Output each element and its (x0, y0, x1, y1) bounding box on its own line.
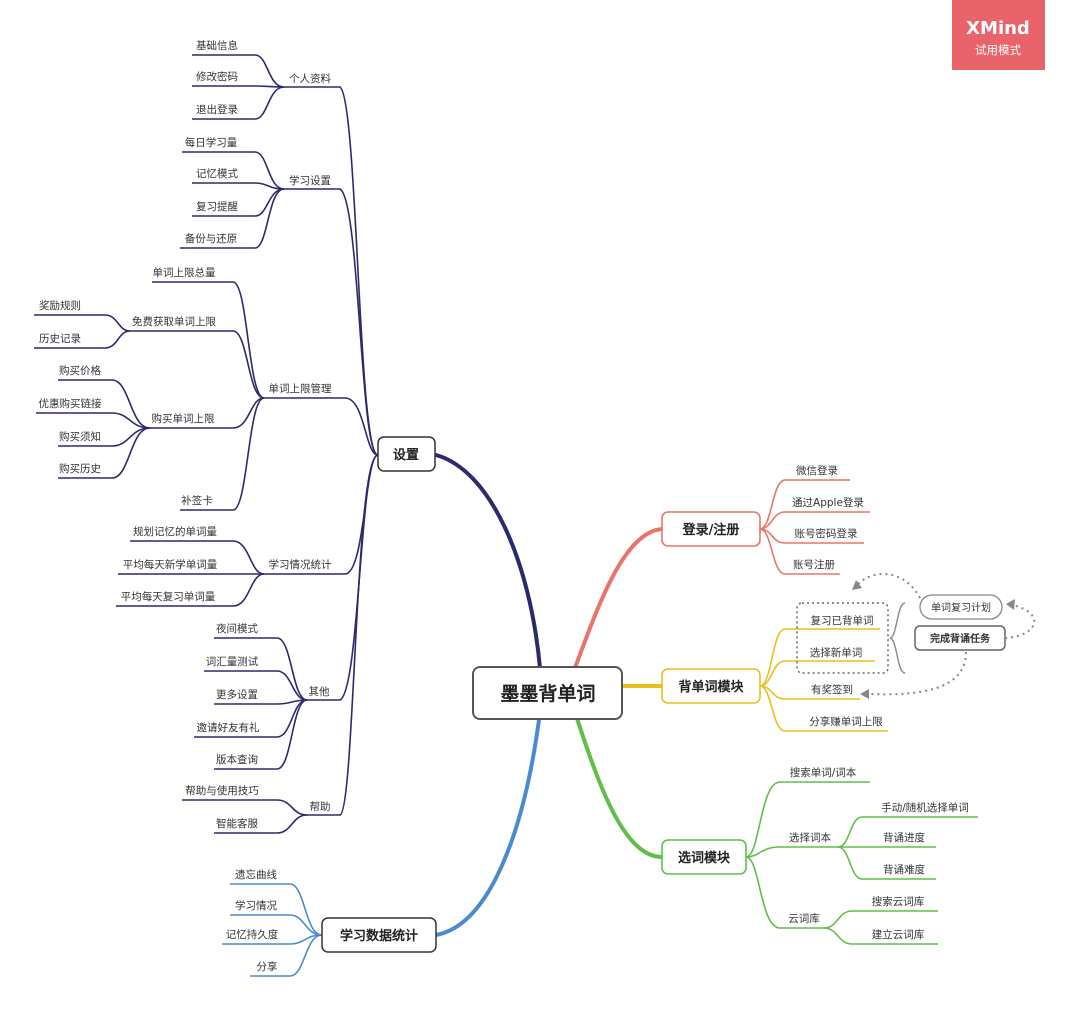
limit-buy-item[interactable]: 购买价格 (59, 364, 101, 377)
study-item[interactable]: 有奖签到 (811, 683, 853, 696)
select-cloud-item[interactable]: 搜索云词库 (872, 895, 925, 908)
stats-item[interactable]: 记忆持久度 (226, 928, 279, 941)
relation-arrowheads (852, 580, 1015, 699)
profile-node[interactable]: 个人资料 (289, 72, 331, 85)
settings-node[interactable]: 设置 (377, 436, 436, 472)
limit-free-node[interactable]: 免费获取单词上限 (132, 315, 216, 328)
settings-branch: 设置 个人资料 基础信息 修改密码 退出登录 学习设置 每日学习量 记忆模式 复… (39, 39, 436, 830)
study-branch: 背单词模块 复习已背单词 选择新单词 有奖签到 分享赚单词上限 单词复习计划 完… (661, 572, 1035, 728)
limit-buy-item[interactable]: 购买须知 (59, 430, 101, 443)
select-branch: 选词模块 搜索单词/词本 选择词本 手动/随机选择单词 背诵进度 背诵难度 云词… (661, 766, 969, 941)
profile-item[interactable]: 修改密码 (196, 70, 238, 83)
other-node[interactable]: 其他 (309, 685, 330, 698)
select-book-item[interactable]: 背诵难度 (883, 863, 925, 876)
learning-settings-item[interactable]: 备份与还原 (185, 232, 238, 245)
select-book-item[interactable]: 背诵进度 (883, 831, 925, 844)
login-connector (573, 527, 664, 670)
learning-settings-node[interactable]: 学习设置 (289, 174, 331, 187)
badge-subtitle: 试用模式 (975, 43, 1021, 57)
other-item[interactable]: 邀请好友有礼 (197, 721, 260, 734)
login-branch: 登录/注册 微信登录 通过Apple登录 账号密码登录 账号注册 (661, 464, 864, 571)
help-item[interactable]: 智能客服 (216, 817, 258, 830)
study-stat-item[interactable]: 平均每天新学单词量 (123, 558, 218, 571)
study-item[interactable]: 选择新单词 (810, 646, 863, 659)
xmind-trial-badge[interactable]: XMind 试用模式 (952, 0, 1045, 70)
complete-task-label: 完成背诵任务 (930, 632, 991, 645)
stats-item[interactable]: 分享 (257, 960, 278, 973)
review-group-box (796, 602, 889, 674)
select-node[interactable]: 选词模块 (661, 839, 747, 875)
limit-free-item[interactable]: 奖励规则 (39, 299, 81, 312)
other-item[interactable]: 词汇量测试 (206, 655, 259, 668)
select-label: 选词模块 (678, 850, 731, 866)
relation-arrows (857, 572, 1035, 696)
login-item[interactable]: 账号注册 (793, 558, 835, 571)
select-cloud-item[interactable]: 建立云词库 (872, 928, 925, 941)
study-stat-item[interactable]: 平均每天复习单词量 (121, 590, 216, 603)
limit-total[interactable]: 单词上限总量 (153, 266, 216, 279)
login-label: 登录/注册 (682, 522, 740, 538)
select-cloud-node[interactable]: 云词库 (788, 912, 820, 925)
limit-buy-item[interactable]: 购买历史 (59, 462, 101, 475)
complete-task-node[interactable]: 完成背诵任务 (914, 625, 1006, 651)
login-item[interactable]: 账号密码登录 (795, 527, 858, 540)
study-stat-item[interactable]: 规划记忆的单词量 (133, 525, 217, 538)
stats-item[interactable]: 学习情况 (235, 899, 277, 912)
help-node[interactable]: 帮助 (310, 800, 331, 813)
learning-settings-item[interactable]: 复习提醒 (196, 200, 238, 213)
study-item[interactable]: 复习已背单词 (811, 614, 874, 627)
other-item[interactable]: 夜间模式 (216, 622, 258, 635)
limit-node[interactable]: 单词上限管理 (269, 382, 332, 395)
select-search[interactable]: 搜索单词/词本 (790, 766, 857, 779)
select-book-item[interactable]: 手动/随机选择单词 (881, 801, 969, 814)
study-label: 背单词模块 (678, 679, 744, 695)
login-item[interactable]: 微信登录 (796, 464, 838, 477)
stats-item[interactable]: 遗忘曲线 (235, 868, 277, 881)
stats-node[interactable]: 学习数据统计 (321, 917, 437, 953)
summary-bracket (889, 602, 906, 674)
select-connector (573, 710, 664, 859)
login-node[interactable]: 登录/注册 (661, 511, 761, 547)
limit-makeup-card[interactable]: 补签卡 (181, 494, 213, 507)
study-stat-node[interactable]: 学习情况统计 (269, 558, 332, 571)
profile-item[interactable]: 退出登录 (196, 103, 238, 116)
review-plan-label: 单词复习计划 (931, 601, 991, 614)
study-node[interactable]: 背单词模块 (661, 668, 761, 704)
stats-label: 学习数据统计 (340, 928, 418, 944)
limit-free-item[interactable]: 历史记录 (39, 333, 81, 345)
limit-buy-item[interactable]: 优惠购买链接 (39, 397, 102, 410)
settings-label: 设置 (393, 448, 419, 463)
profile-item[interactable]: 基础信息 (196, 39, 238, 52)
learning-settings-item[interactable]: 每日学习量 (185, 136, 238, 149)
root-label: 墨墨背单词 (500, 682, 595, 705)
learning-settings-item[interactable]: 记忆模式 (196, 167, 238, 180)
login-item[interactable]: 通过Apple登录 (792, 496, 864, 509)
select-book-node[interactable]: 选择词本 (789, 831, 831, 844)
limit-buy-node[interactable]: 购买单词上限 (152, 412, 215, 425)
settings-connector (434, 453, 542, 670)
root-node[interactable]: 墨墨背单词 (472, 666, 623, 720)
help-item[interactable]: 帮助与使用技巧 (185, 784, 259, 797)
badge-title: XMind (966, 18, 1030, 39)
other-item[interactable]: 版本查询 (216, 753, 258, 766)
other-item[interactable]: 更多设置 (216, 688, 258, 701)
review-plan-node[interactable]: 单词复习计划 (919, 594, 1003, 620)
stats-connector (434, 710, 542, 937)
study-item[interactable]: 分享赚单词上限 (809, 715, 883, 728)
stats-branch: 学习数据统计 遗忘曲线 学习情况 记忆持久度 分享 (226, 868, 437, 973)
